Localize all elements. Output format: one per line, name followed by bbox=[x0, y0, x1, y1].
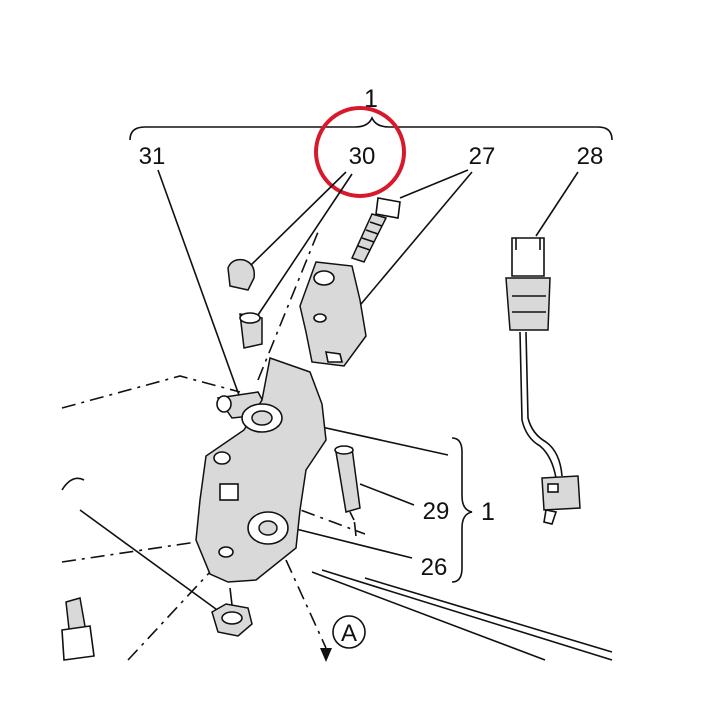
part-27-clamp-block bbox=[299, 261, 367, 367]
main-lever-assembly bbox=[195, 357, 327, 583]
panel-edge-lines bbox=[311, 569, 613, 661]
view-a-marker bbox=[332, 615, 366, 649]
assembly-top-bracket bbox=[129, 116, 613, 141]
assembly-number-side: 1 bbox=[481, 498, 495, 526]
part-30-cap bbox=[227, 258, 263, 349]
assembly-side-bracket bbox=[451, 437, 473, 583]
callout-26: 26 bbox=[421, 554, 448, 581]
callout-27: 27 bbox=[469, 143, 496, 170]
part-29-pin bbox=[334, 445, 361, 521]
callout-29: 29 bbox=[423, 498, 450, 525]
lower-nut bbox=[211, 587, 253, 637]
view-a-arrow bbox=[320, 648, 332, 662]
part-28-switch bbox=[505, 237, 581, 525]
callout-30: 30 bbox=[349, 143, 376, 170]
part-27-bolt bbox=[350, 197, 401, 263]
center-lines bbox=[61, 231, 366, 661]
assembly-number-top: 1 bbox=[364, 85, 378, 113]
callout-28: 28 bbox=[577, 143, 604, 170]
view-a-label: A bbox=[341, 620, 357, 647]
leader-lines bbox=[79, 169, 579, 613]
highlight-circle bbox=[314, 106, 406, 198]
left-partial-parts bbox=[61, 477, 95, 661]
callout-31: 31 bbox=[139, 143, 166, 170]
